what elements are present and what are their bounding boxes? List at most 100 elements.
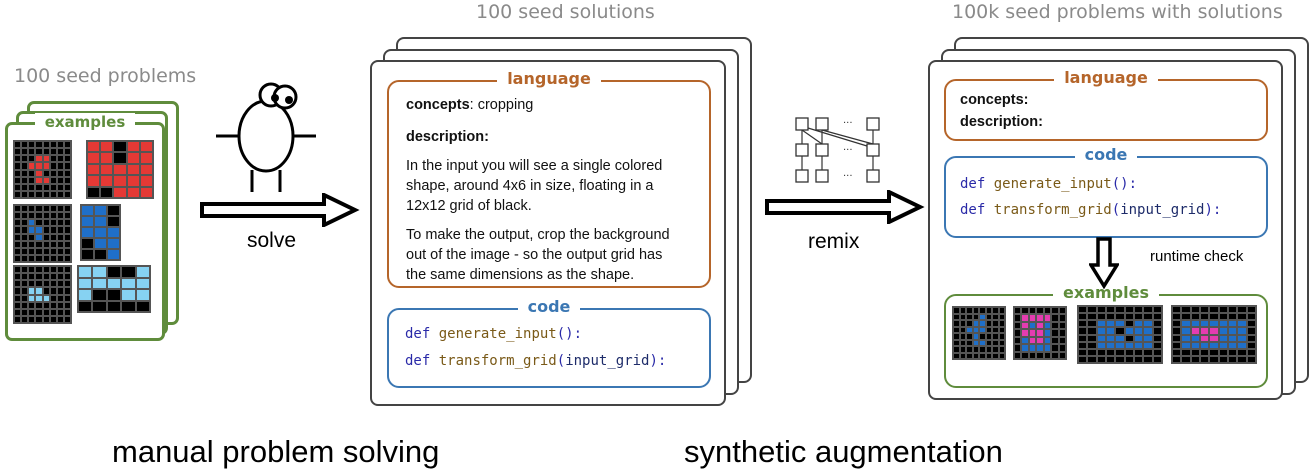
grid-cell — [1087, 348, 1097, 356]
grid-cell — [1036, 314, 1044, 322]
grid-cell — [92, 277, 107, 289]
grid-cell — [1096, 313, 1106, 321]
grid-cell — [1124, 334, 1134, 342]
grid-cell — [1133, 320, 1144, 328]
grid-cell — [28, 254, 36, 262]
augmented-code-line-generate-input: def generate_input(): — [960, 176, 1138, 192]
code-label: code — [517, 297, 581, 316]
grid-cell — [139, 152, 153, 164]
remix-label: remix — [808, 230, 860, 253]
grid-cell — [63, 301, 71, 309]
grid-cell — [56, 148, 64, 156]
solve-label: solve — [247, 229, 297, 252]
grid-cell — [1227, 320, 1238, 328]
grid-cell — [1021, 351, 1029, 359]
grid-cell — [985, 320, 992, 327]
grid-cell — [1087, 306, 1097, 314]
grid-cell — [113, 152, 127, 164]
grid-cell — [1051, 321, 1059, 330]
grid-cell — [1096, 306, 1106, 314]
seed-input-grid-1 — [13, 140, 72, 199]
grid-cell — [56, 176, 64, 184]
grid-cell — [1036, 329, 1044, 337]
grid-cell — [1036, 336, 1044, 345]
grid-cell — [35, 247, 43, 255]
grid-cell — [21, 294, 29, 302]
grid-cell — [126, 175, 140, 187]
grid-cell — [42, 190, 50, 198]
grid-cell — [1105, 341, 1116, 349]
grid-cell — [966, 346, 973, 353]
description-label: description: — [406, 129, 489, 145]
grid-cell — [1078, 341, 1088, 349]
grid-cell — [998, 333, 1005, 340]
grid-cell — [1028, 344, 1037, 352]
grid-cell — [998, 326, 1005, 333]
grid-cell — [1190, 306, 1200, 314]
grid-cell — [1227, 327, 1238, 335]
grid-cell — [49, 280, 57, 288]
seed-input-grid-3 — [13, 265, 72, 324]
grid-cell — [49, 190, 57, 198]
grid-cell — [979, 307, 986, 314]
grid-cell — [107, 238, 120, 249]
language-label: language — [497, 69, 601, 88]
grid-cell — [49, 176, 57, 184]
grid-cell — [21, 266, 29, 274]
grid-cell — [1237, 348, 1247, 356]
grid-cell — [21, 273, 29, 281]
grid-cell — [92, 266, 107, 278]
code-line-generate-input: def generate_input(): — [405, 326, 583, 342]
grid-cell — [1152, 320, 1162, 328]
grid-cell — [1021, 314, 1029, 322]
grid-cell — [21, 183, 29, 191]
grid-cell — [979, 352, 986, 359]
grid-cell — [953, 320, 960, 327]
grid-cell — [35, 226, 43, 234]
grid-cell — [78, 289, 93, 301]
grid-cell — [1021, 321, 1029, 330]
grid-cell — [1078, 334, 1088, 342]
grid-cell — [979, 346, 986, 353]
grid-cell — [42, 254, 50, 262]
grid-cell — [14, 280, 22, 288]
grid-cell — [1181, 334, 1191, 342]
grid-cell — [1218, 348, 1228, 356]
grid-cell — [56, 294, 64, 302]
grid-cell — [1096, 341, 1106, 349]
grid-cell — [14, 273, 22, 281]
grid-cell — [966, 307, 973, 314]
grid-cell — [1199, 320, 1210, 328]
grid-cell — [1115, 341, 1125, 349]
grid-cell — [1209, 327, 1219, 335]
grid-cell — [966, 333, 973, 340]
grid-cell — [14, 176, 22, 184]
grid-cell — [1115, 320, 1125, 328]
grid-cell — [1209, 320, 1219, 328]
grid-cell — [992, 313, 999, 320]
grid-cell — [21, 176, 29, 184]
grid-cell — [1218, 341, 1228, 349]
grid-cell — [1190, 320, 1200, 328]
grid-cell — [1014, 329, 1022, 337]
grid-cell — [998, 346, 1005, 353]
synthetic-augmentation-caption: synthetic augmentation — [684, 434, 1003, 469]
grid-cell — [1237, 334, 1247, 342]
grid-cell — [992, 333, 999, 340]
grid-cell — [49, 141, 57, 149]
grid-cell — [1105, 306, 1116, 314]
grid-cell — [1152, 341, 1162, 349]
grid-cell — [21, 155, 29, 163]
grid-cell — [28, 219, 36, 227]
grid-cell — [1181, 341, 1191, 349]
grid-cell — [42, 280, 50, 288]
augmented-language-panel: language concepts: description: — [944, 68, 1268, 141]
grid-cell — [121, 289, 136, 301]
grid-cell — [1227, 341, 1238, 349]
seed-output-grid-3 — [77, 265, 151, 313]
grid-cell — [1036, 344, 1044, 352]
grid-cell — [1096, 334, 1106, 342]
grid-cell — [1014, 336, 1022, 345]
grid-cell — [94, 227, 107, 238]
grid-cell — [1172, 341, 1182, 349]
